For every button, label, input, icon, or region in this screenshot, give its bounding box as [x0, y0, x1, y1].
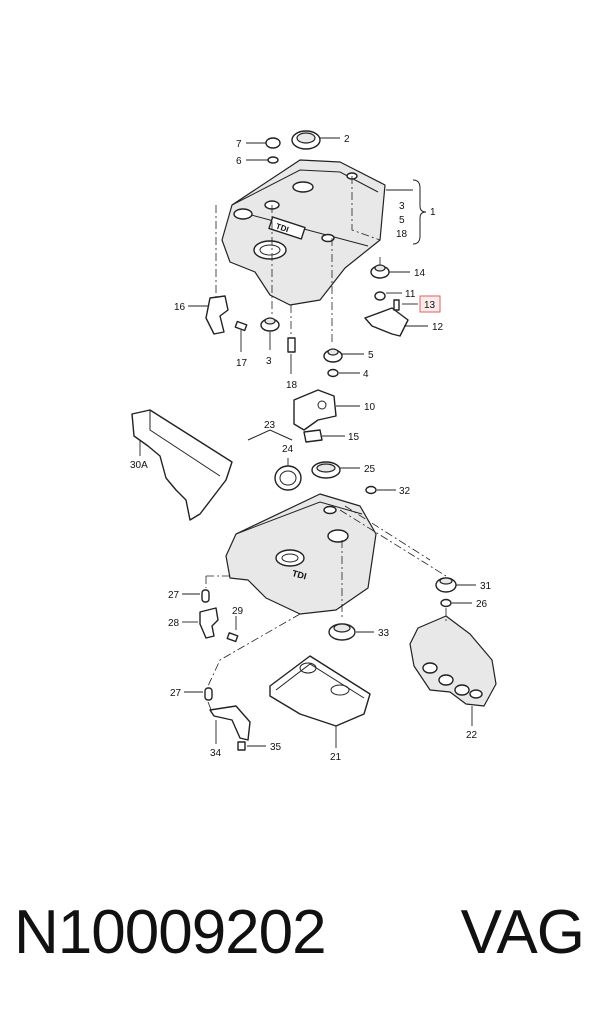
part-28-bracket	[182, 607, 219, 639]
callout-18: 18	[286, 380, 298, 391]
part-15-bolt	[303, 429, 345, 443]
part-11-nut	[374, 291, 402, 301]
callout-30a: 30A	[130, 460, 148, 471]
callout-3-group: 3	[399, 201, 405, 212]
callout-24: 24	[282, 444, 294, 455]
part-30a-shield	[131, 409, 233, 521]
part-22-manifold	[409, 615, 497, 726]
callout-35: 35	[270, 742, 282, 753]
part-29-screw	[226, 616, 239, 643]
exploded-parts-diagram: TDI	[130, 130, 497, 763]
group-bracket-1	[412, 179, 427, 245]
part-27-clip-upper	[182, 589, 210, 603]
part-6-washer	[246, 156, 279, 164]
part-12-bracket	[364, 307, 428, 337]
callout-15: 15	[348, 432, 360, 443]
part-10-bracket	[293, 389, 360, 431]
upper-cover-badge: TDI	[275, 222, 290, 235]
lower-cover-badge: TDI	[291, 568, 308, 581]
part-35-nut	[237, 741, 266, 751]
highlight-box-13	[419, 295, 441, 313]
callout-18-group: 18	[396, 229, 408, 240]
brand-label: VAG	[460, 898, 585, 967]
part-33-grommet	[328, 623, 374, 641]
callout-13: 13	[424, 300, 436, 311]
callout-5-group: 5	[399, 215, 405, 226]
callout-17: 17	[236, 358, 248, 369]
part-21-plate	[269, 655, 371, 748]
callout-31: 31	[480, 581, 492, 592]
part-34-bracket	[209, 705, 251, 744]
callout-10: 10	[364, 402, 376, 413]
part-14-grommet	[370, 264, 410, 279]
callout-27-upper: 27	[168, 590, 180, 601]
callout-5: 5	[368, 350, 374, 361]
callout-22: 22	[466, 730, 478, 741]
callout-34: 34	[210, 748, 222, 759]
upper-engine-cover: TDI	[221, 159, 386, 306]
part-2-grommet	[291, 130, 340, 150]
part-5-grommet	[323, 348, 364, 363]
part-3-grommet	[260, 317, 280, 350]
callout-16: 16	[174, 302, 186, 313]
callout-27-lower: 27	[170, 688, 182, 699]
part-24-emblem	[274, 458, 302, 491]
callout-4: 4	[363, 369, 369, 380]
part-7-cap	[246, 137, 281, 149]
callout-3: 3	[266, 356, 272, 367]
part-16-bracket	[188, 295, 229, 335]
callout-1: 1	[430, 207, 436, 218]
lower-engine-cover: TDI	[225, 493, 377, 615]
callout-21: 21	[330, 752, 342, 763]
part-4-washer	[327, 368, 360, 378]
group-bracket-23	[247, 429, 293, 441]
part-13-bolt	[393, 299, 418, 311]
part-26-washer	[440, 598, 472, 608]
part-25-grommet	[311, 461, 360, 479]
callout-12: 12	[432, 322, 444, 333]
callout-6: 6	[236, 156, 242, 167]
callout-29: 29	[232, 606, 244, 617]
callout-28: 28	[168, 618, 180, 629]
callout-11: 11	[405, 289, 416, 300]
callout-23: 23	[264, 420, 276, 431]
part-17-screw	[234, 320, 248, 352]
callout-33: 33	[378, 628, 390, 639]
part-27-clip-lower	[184, 687, 213, 701]
part-18-bolt	[287, 337, 296, 374]
callout-25: 25	[364, 464, 376, 475]
callout-26: 26	[476, 599, 488, 610]
part-number-label: N10009202	[14, 898, 327, 967]
callout-7: 7	[236, 139, 242, 150]
callout-32: 32	[399, 486, 411, 497]
callout-2: 2	[344, 134, 350, 145]
callout-14: 14	[414, 268, 426, 279]
part-32-washer	[365, 485, 396, 495]
part-31-grommet	[435, 577, 476, 593]
